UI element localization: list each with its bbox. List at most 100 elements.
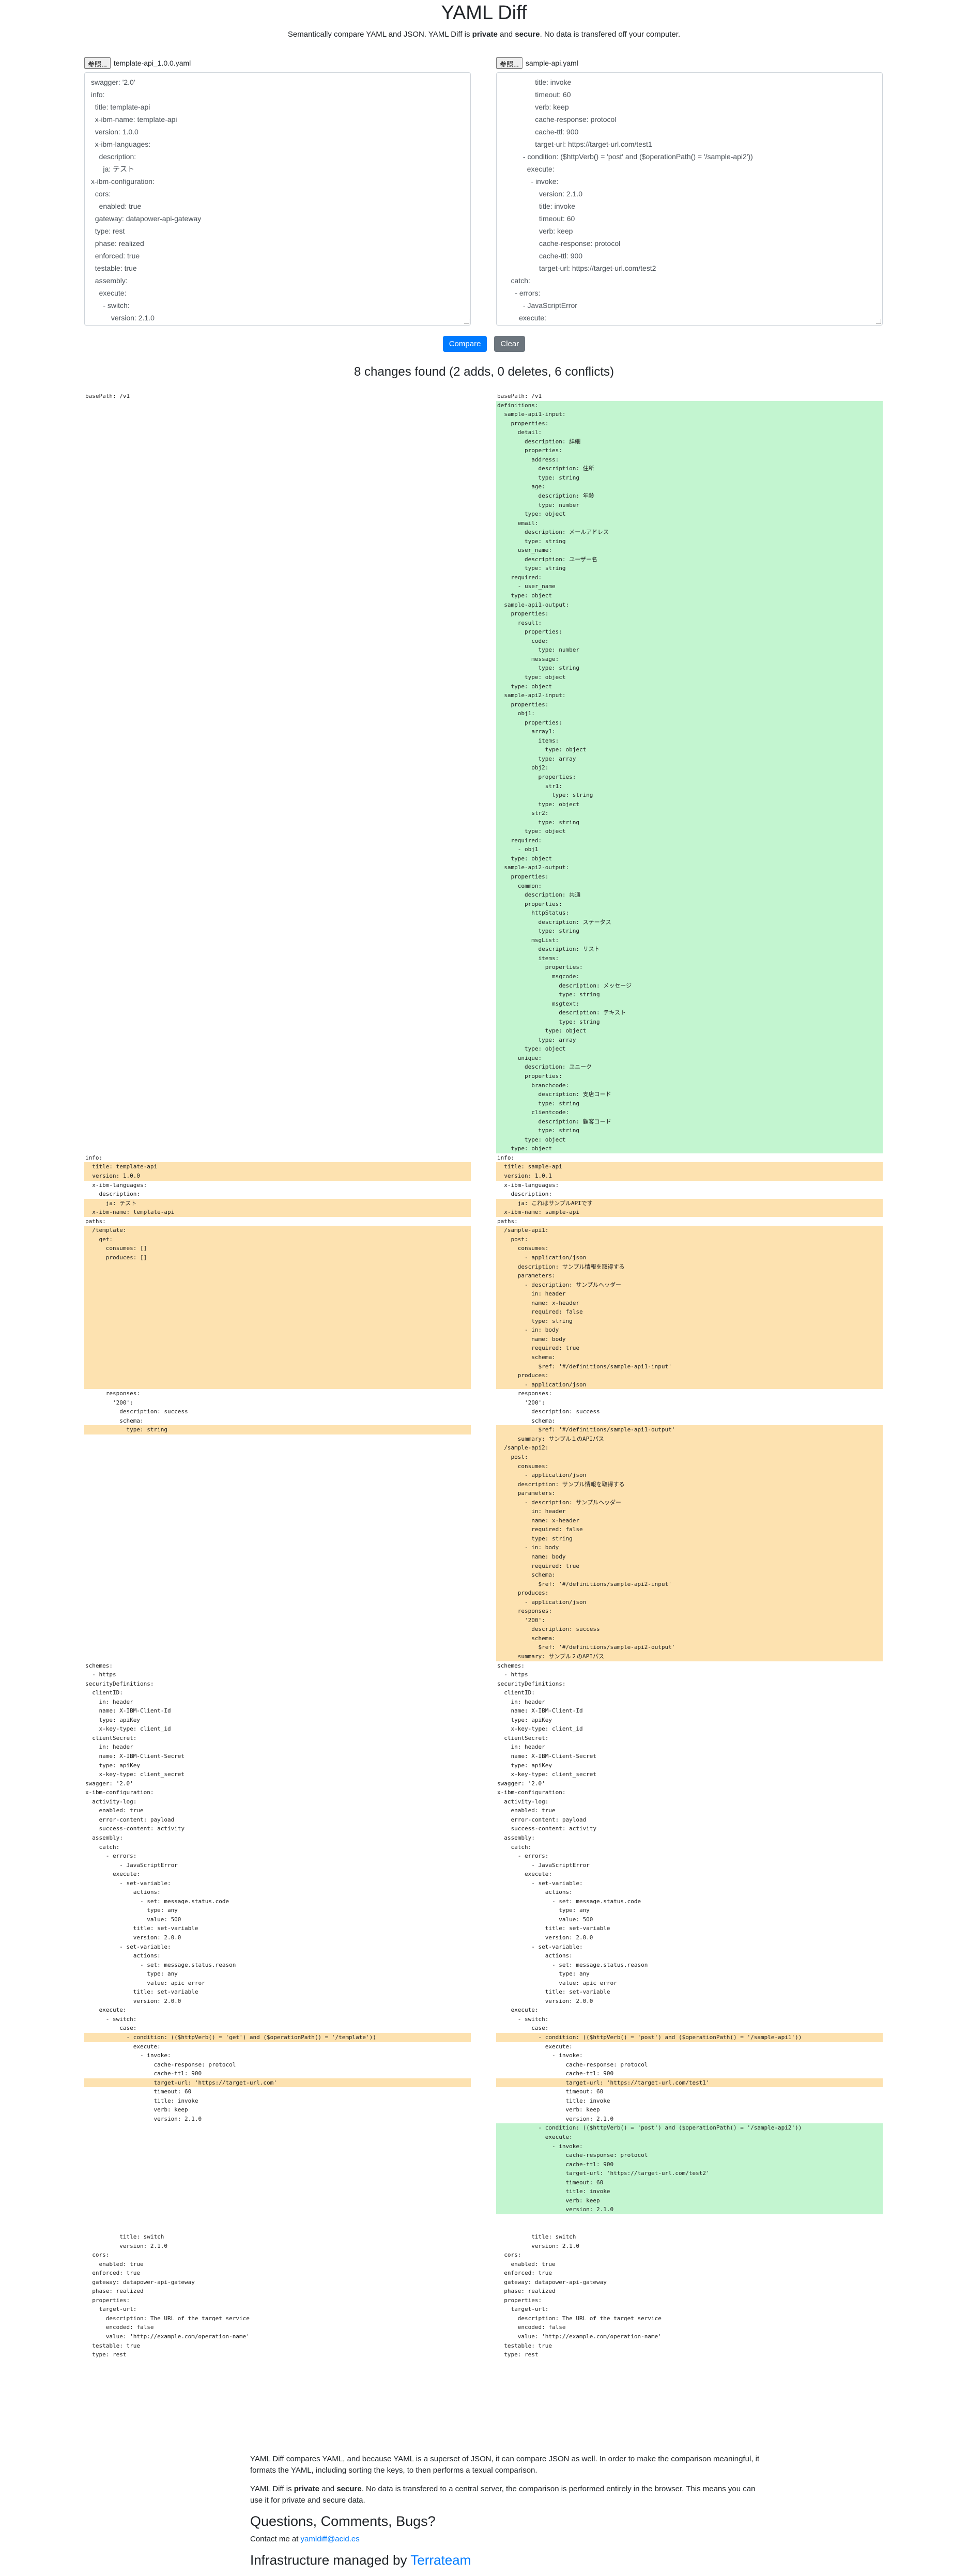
diff-line: [84, 1026, 471, 1036]
editor-line: - condition: ($httpVerb() = 'post' and (…: [503, 152, 753, 161]
diff-line: - application/json: [496, 1597, 883, 1607]
diff-line: timeout: 60: [496, 2178, 883, 2187]
diff-line: description:: [85, 1191, 140, 1198]
resize-handle-icon[interactable]: [464, 319, 469, 324]
diff-line: type: object: [496, 510, 883, 519]
diff-line: msgList:: [496, 935, 883, 945]
diff-line: [84, 2187, 471, 2196]
diff-line: [84, 691, 471, 700]
editor-line: version: 1.0.0: [91, 128, 139, 136]
diff-line: name: body: [496, 1334, 883, 1344]
diff-line: case:: [85, 2025, 137, 2032]
diff-line: [84, 1090, 471, 1099]
diff-line: activity-log:: [497, 1798, 549, 1805]
diff-line: type: object: [496, 827, 883, 836]
diff-line: catch:: [497, 1843, 532, 1850]
diff-line: [84, 736, 471, 746]
diff-line: /template:: [84, 1226, 471, 1235]
contact-email-link[interactable]: yamldiff@acid.es: [300, 2535, 360, 2543]
diff-line: - set-variable:: [85, 1879, 171, 1887]
diff-line: - https: [85, 1671, 116, 1678]
diff-line: clientID:: [85, 1689, 123, 1696]
editor-line: info:: [91, 90, 105, 99]
compare-button[interactable]: Compare: [442, 336, 487, 352]
diff-line: paths:: [85, 1217, 106, 1225]
diff-line: execute:: [85, 2007, 127, 2014]
diff-line: name: X-IBM-Client-Secret: [497, 1753, 597, 1760]
clear-button[interactable]: Clear: [494, 336, 526, 352]
diff-line: version: 2.1.0: [497, 2242, 579, 2249]
diff-line: type: string: [496, 1316, 883, 1326]
diff-line: [84, 1453, 471, 1462]
diff-line: [84, 1489, 471, 1498]
diff-line: x-key-type: client_id: [497, 1725, 583, 1733]
diff-line: properties:: [496, 627, 883, 637]
right-browse-button[interactable]: 参照...: [496, 57, 523, 69]
left-input-panel: 参照... template-api_1.0.0.yaml swagger: '…: [84, 56, 471, 326]
diff-line: type: string: [496, 564, 883, 573]
diff-line: actions:: [497, 1952, 573, 1960]
diff-line: version: 2.0.0: [85, 1997, 181, 2004]
diff-line: [84, 936, 471, 945]
resize-handle-icon[interactable]: [876, 319, 881, 324]
diff-line: execute:: [497, 2007, 539, 2014]
diff-line: [84, 981, 471, 991]
diff-line: x-ibm-languages:: [497, 1181, 559, 1189]
editor-line: catch:: [503, 276, 530, 285]
diff-line: properties:: [496, 1072, 883, 1081]
diff-line: [496, 2223, 883, 2232]
diff-line: [84, 1652, 471, 1661]
diff-line: securityDefinitions:: [497, 1680, 566, 1687]
diff-line: title: set-variable: [497, 1925, 610, 1932]
diff-line: [84, 1570, 471, 1580]
diff-line: [84, 2123, 471, 2133]
editor-line: title: invoke: [503, 202, 576, 210]
right-input-panel: 参照... sample-api.yaml title: invoke time…: [496, 56, 883, 326]
diff-line: [84, 999, 471, 1009]
terrateam-link[interactable]: Terrateam: [410, 2552, 471, 2568]
diff-line: obj1:: [496, 709, 883, 718]
diff-line: name: x-header: [496, 1516, 883, 1525]
diff-line: [84, 872, 471, 882]
diff-line: type: string: [496, 791, 883, 800]
diff-line: target-url:: [85, 2306, 137, 2313]
diff-line: name: X-IBM-Client-Secret: [85, 1753, 185, 1760]
diff-line: obj2:: [496, 763, 883, 773]
diff-line: [84, 1516, 471, 1525]
diff-line: [84, 2178, 471, 2187]
diff-line: responses:: [85, 1390, 140, 1397]
footer: YAML Diff compares YAML, and because YAM…: [250, 2454, 767, 2568]
diff-line: [84, 2205, 471, 2214]
diff-line: value: 'http://example.com/operation-nam…: [497, 2333, 662, 2340]
editor-line: target-url: https://target-url.com/test1: [503, 140, 652, 148]
diff-line: [84, 918, 471, 927]
diff-line: cache-ttl: 900: [85, 2070, 202, 2077]
diff-line: required: false: [496, 1307, 883, 1317]
editor-line: assembly:: [91, 276, 128, 285]
right-yaml-textarea[interactable]: title: invoke timeout: 60 verb: keep cac…: [496, 72, 883, 326]
diff-line: [84, 546, 471, 555]
diff-line: [84, 1126, 471, 1135]
diff-line: - switch:: [497, 2015, 549, 2023]
diff-line: responses:: [496, 1607, 883, 1616]
diff-line: enforced: true: [497, 2270, 552, 2277]
diff-line: info:: [85, 1154, 103, 1161]
diff-line: cache-ttl: 900: [496, 2159, 883, 2169]
editor-line: enforced: true: [91, 252, 140, 260]
diff-line: timeout: 60: [85, 2088, 192, 2095]
diff-line: - invoke:: [85, 2052, 171, 2059]
contact-line: Contact me at yamldiff@acid.es: [250, 2534, 767, 2545]
diff-line: [84, 1289, 471, 1299]
diff-line: array1:: [496, 727, 883, 736]
diff-line: info:: [497, 1154, 515, 1161]
diff-line: [84, 1552, 471, 1562]
diff-line: type: number: [496, 645, 883, 655]
left-browse-button[interactable]: 参照...: [84, 57, 111, 69]
diff-line: name: X-IBM-Client-Id: [85, 1707, 171, 1715]
diff-line: type: string: [496, 927, 883, 936]
contact-text: Contact me at: [250, 2535, 301, 2543]
diff-line: [84, 1135, 471, 1145]
left-yaml-textarea[interactable]: swagger: '2.0'info: title: template-api …: [84, 72, 471, 326]
action-buttons: Compare Clear: [0, 336, 968, 352]
diff-line: cache-response: protocol: [85, 2061, 236, 2068]
